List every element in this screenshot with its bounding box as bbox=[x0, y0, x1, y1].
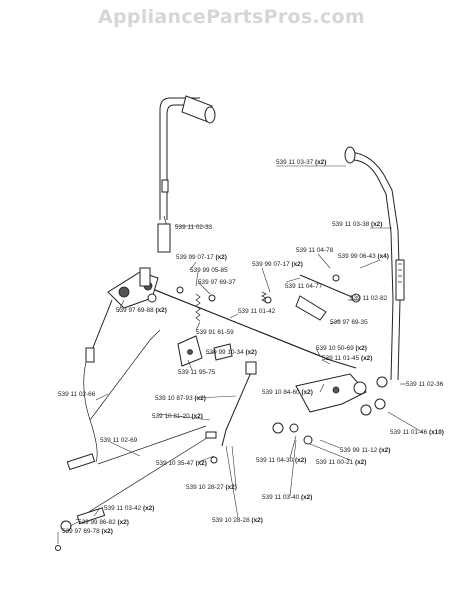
label-l09: 539 97 69-37 bbox=[198, 279, 236, 286]
label-l20: 539 10 84-60 (x2) bbox=[262, 389, 313, 396]
left-damper bbox=[85, 299, 113, 363]
label-l18: 539 11 01-45 (x2) bbox=[322, 355, 372, 362]
right-pivot-bracket bbox=[295, 359, 388, 416]
label-l12: 539 97 69-88 (x2) bbox=[116, 307, 167, 314]
center-springs bbox=[176, 286, 272, 322]
control-cables bbox=[75, 329, 211, 521]
label-l15: 539 91 61-59 bbox=[196, 329, 234, 336]
label-l27: 539 10 35-47 (x2) bbox=[156, 460, 207, 467]
label-l16: 539 10 50-69 (x2) bbox=[316, 345, 367, 352]
part-labels: 539 11 03-37 (x2) 539 11 02-33 539 11 03… bbox=[58, 159, 444, 535]
label-l08: 539 99 05-85 bbox=[190, 267, 228, 274]
label-l26: 539 11 02-69 bbox=[100, 437, 138, 444]
upper-right-linkage bbox=[295, 274, 361, 321]
label-l35: 539 10 28-28 (x2) bbox=[212, 517, 263, 524]
right-small-parts bbox=[272, 422, 313, 445]
label-l14: 539 97 69-35 bbox=[330, 319, 368, 326]
label-l23: 539 11 02-36 bbox=[406, 381, 444, 388]
label-l25: 539 11 01-46 (x10) bbox=[390, 429, 444, 436]
label-l32: 539 11 03-40 (x2) bbox=[262, 494, 312, 501]
left-pivot-bracket bbox=[107, 267, 159, 309]
small-bracket bbox=[177, 335, 233, 367]
label-l07: 539 99 06-43 (x4) bbox=[338, 253, 389, 260]
label-l10: 539 11 04-77 bbox=[285, 283, 323, 290]
middle-damper bbox=[221, 361, 257, 447]
label-l36: 539 97 69-78 (x2) bbox=[62, 528, 113, 535]
label-l01: 539 11 03-37 (x2) bbox=[276, 159, 326, 166]
left-control-handle bbox=[157, 95, 216, 253]
label-l11: 539 11 02-82 bbox=[350, 295, 388, 302]
label-l30: 539 11 00-21 (x2) bbox=[316, 459, 366, 466]
label-l03: 539 11 03-38 (x2) bbox=[332, 221, 382, 228]
label-l06: 539 99 07-17 (x2) bbox=[252, 261, 303, 268]
rod-ends bbox=[55, 431, 218, 551]
label-l34: 539 99 86-82 (x2) bbox=[78, 519, 129, 526]
label-l19: 539 11 95-75 bbox=[178, 369, 216, 376]
watermark: AppliancePartsPros.com bbox=[97, 6, 365, 28]
label-l22: 539 10 87-93 (x2) bbox=[155, 395, 206, 402]
label-l33: 539 11 03-42 (x2) bbox=[104, 505, 154, 512]
cross-shaft bbox=[129, 279, 331, 361]
label-l13: 539 11 01-42 bbox=[238, 308, 276, 315]
label-l24: 539 10 81-20 (x2) bbox=[152, 413, 203, 420]
label-l17: 539 99 10-34 (x2) bbox=[206, 349, 257, 356]
label-l21: 539 11 02-66 bbox=[58, 391, 96, 398]
label-l05: 539 99 07-17 (x2) bbox=[176, 254, 227, 261]
label-l02: 539 11 02-33 bbox=[175, 224, 213, 231]
label-l28: 539 99 11-12 (x2) bbox=[340, 447, 390, 454]
label-l29: 539 11 04-30 (x2) bbox=[256, 457, 306, 464]
label-l04: 539 11 04-78 bbox=[296, 247, 334, 254]
label-l31: 539 10 28-27 (x2) bbox=[186, 484, 237, 491]
leader-lines bbox=[57, 165, 423, 544]
right-control-handle bbox=[344, 146, 405, 381]
